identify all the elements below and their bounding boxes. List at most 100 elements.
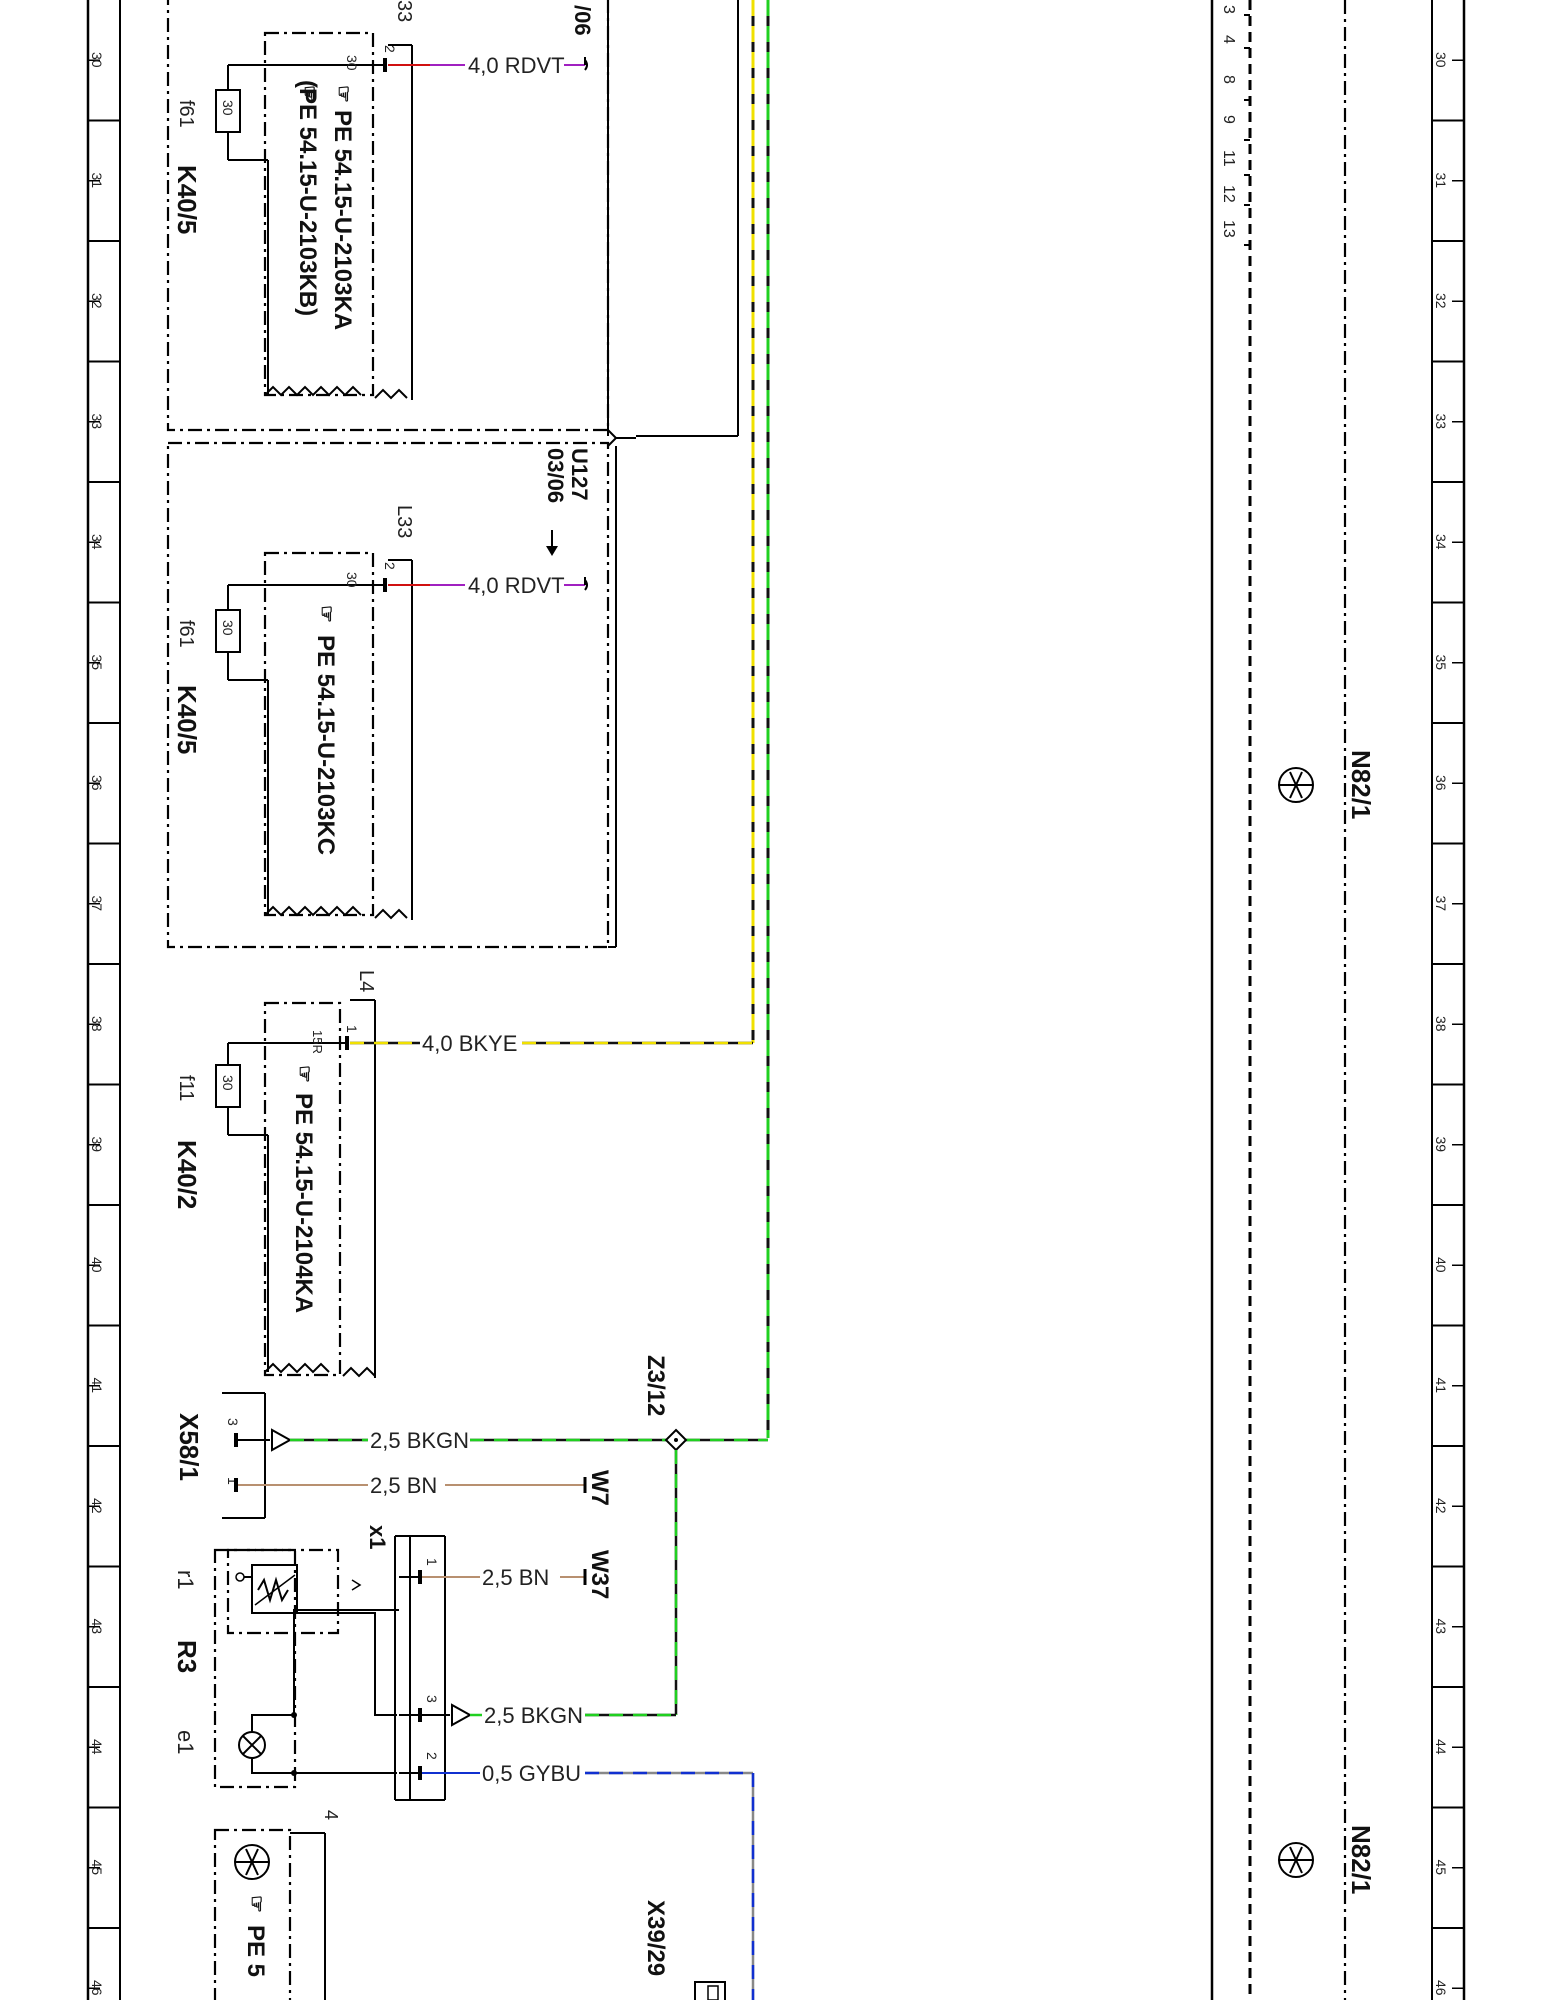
splice-label: Z3/12 bbox=[642, 1355, 669, 1416]
mid-ref-u127-sub: 03/06 bbox=[543, 448, 568, 503]
mid-pe-text: PE 54.15-U-2103KC bbox=[312, 635, 339, 855]
n82-pin-3: 3 bbox=[1220, 5, 1237, 14]
k402-fuse-value: 30 bbox=[220, 1075, 236, 1091]
n82-pin-9: 9 bbox=[1220, 115, 1237, 124]
r3-end-w37: W37 bbox=[586, 1550, 613, 1599]
right-ruler-number: 37 bbox=[1433, 896, 1449, 912]
module-mid-k40-5: 30 f61 K40/5 30 2 L33 U127 03/06 4,0 RDV… bbox=[166, 441, 617, 949]
right-ruler-number: 35 bbox=[1433, 655, 1449, 671]
svg-text:☞: ☞ bbox=[332, 85, 354, 103]
n82-pin-12: 12 bbox=[1220, 185, 1237, 203]
r3-e1-label: e1 bbox=[173, 1730, 198, 1754]
n82-pin-13: 13 bbox=[1220, 220, 1237, 238]
left-ruler-number: 44 bbox=[89, 1739, 105, 1755]
right-ruler-number: 33 bbox=[1433, 414, 1449, 430]
left-ruler-number: 46 bbox=[89, 1980, 105, 1996]
top-relay-label: K40/5 bbox=[172, 165, 202, 234]
n82-symbol-1-icon bbox=[1278, 767, 1314, 803]
left-ruler-number: 30 bbox=[89, 52, 105, 68]
right-ruler-number: 43 bbox=[1433, 1619, 1449, 1635]
bottom-connector-label: X39/29 bbox=[642, 1900, 669, 1976]
k402-fuse-label: f11 bbox=[175, 1075, 197, 1101]
n82-connector-pins: 3 4 8 9 11 12 13 bbox=[1220, 5, 1250, 246]
r3-pin3: 3 bbox=[424, 1695, 440, 1703]
component-r3: x1 r1 R3 e1 1 3 2 bbox=[172, 1525, 755, 2000]
k402-pin-out: 1 bbox=[344, 1025, 360, 1033]
x58-end-w7: W7 bbox=[586, 1470, 613, 1506]
module-top-k40-5: 30 f61 K40/5 30 2 33 /06 4,0 RDVT ☞ PE 5… bbox=[166, 0, 636, 447]
bottom-hand-icon: ☞ bbox=[245, 1895, 267, 1913]
mid-relay-label: K40/5 bbox=[172, 685, 202, 754]
bus-lines bbox=[636, 0, 770, 1438]
r3-wire1-label: 2,5 BN bbox=[482, 1565, 549, 1590]
mid-ref-u127: U127 bbox=[567, 448, 592, 501]
r3-wire2-label: 0,5 GYBU bbox=[482, 1761, 581, 1786]
left-ruler-number: 32 bbox=[89, 293, 105, 309]
x58-pin1: 1 bbox=[225, 1477, 241, 1485]
n82-pin-4: 4 bbox=[1220, 35, 1237, 44]
n82-pin-11: 11 bbox=[1220, 150, 1237, 167]
mid-hand-icon: ☞ bbox=[315, 605, 337, 623]
x58-wire-b-label: 2,5 BN bbox=[370, 1473, 437, 1498]
svg-text:☞: ☞ bbox=[245, 1895, 267, 1913]
top-pin-in: 30 bbox=[344, 55, 360, 71]
mid-fuse-value: 30 bbox=[220, 620, 236, 636]
bottom-module: 4 ☞ PE 5 X39/29 bbox=[213, 1810, 726, 2000]
left-ruler-number: 41 bbox=[89, 1378, 105, 1394]
mid-wire-label: 4,0 RDVT bbox=[468, 573, 565, 598]
x58-wire-a-label: 2,5 BKGN bbox=[370, 1428, 469, 1453]
k402-relay-label: K40/2 bbox=[172, 1140, 202, 1209]
top-pe-text-1: PE 54.15-U-2103KA bbox=[329, 110, 356, 330]
left-ruler-number: 39 bbox=[89, 1137, 105, 1153]
mid-fuse-label: f61 bbox=[175, 620, 197, 648]
left-ruler-number: 37 bbox=[89, 896, 105, 912]
n82-symbol-2-icon bbox=[1278, 1842, 1314, 1878]
right-ruler-number: 44 bbox=[1433, 1739, 1449, 1755]
n82-label-bottom: N82/1 bbox=[1346, 1825, 1376, 1894]
left-ruler-number: 40 bbox=[89, 1257, 105, 1273]
right-ruler-number: 31 bbox=[1433, 173, 1449, 189]
right-ruler-number: 41 bbox=[1433, 1378, 1449, 1394]
x58-pin3: 3 bbox=[225, 1418, 241, 1426]
k402-pin-in: 15R bbox=[310, 1030, 325, 1054]
k402-ref: L4 bbox=[355, 970, 377, 992]
top-ref: 33 bbox=[393, 0, 415, 22]
k402-hand-icon: ☞ bbox=[293, 1065, 315, 1083]
r3-pin2: 2 bbox=[424, 1752, 440, 1760]
connector-x58-1: X58/1 3 1 2,5 BKGN 2,5 BN W7 bbox=[174, 1392, 768, 1519]
svg-text:☞: ☞ bbox=[315, 605, 337, 623]
left-ruler-number: 35 bbox=[89, 655, 105, 671]
right-ruler-number: 46 bbox=[1433, 1980, 1449, 1996]
heater-resistor-icon bbox=[235, 1564, 298, 1614]
bottom-pe-partial: PE 5 bbox=[242, 1925, 269, 1977]
left-ruler-number: 36 bbox=[89, 775, 105, 791]
k402-pe-text: PE 54.15-U-2104KA bbox=[290, 1093, 317, 1313]
mid-pin-out: 2 bbox=[382, 562, 398, 570]
right-ruler-number: 42 bbox=[1433, 1498, 1449, 1514]
x58-label: X58/1 bbox=[174, 1413, 204, 1481]
right-ruler-number: 39 bbox=[1433, 1137, 1449, 1153]
bulb-icon bbox=[238, 1731, 266, 1759]
top-wire-label: 4,0 RDVT bbox=[468, 53, 565, 78]
bottom-ref: 4 bbox=[321, 1810, 341, 1820]
top-pe-text-2: (PE 54.15-U-2103KB) bbox=[294, 80, 321, 316]
top-hand-icon: ☞ bbox=[332, 85, 354, 103]
r3-pin1: 1 bbox=[424, 1558, 440, 1566]
n82-pin-8: 8 bbox=[1220, 75, 1237, 84]
right-ruler-number: 38 bbox=[1433, 1016, 1449, 1032]
left-ruler-number: 43 bbox=[89, 1619, 105, 1635]
right-ruler-number: 32 bbox=[1433, 293, 1449, 309]
top-fuse-label: f61 bbox=[175, 100, 197, 128]
splice-z3-12: Z3/12 bbox=[642, 1355, 688, 1715]
left-ruler-number: 38 bbox=[89, 1016, 105, 1032]
r3-wire3-label: 2,5 BKGN bbox=[484, 1703, 583, 1728]
left-ruler-number: 31 bbox=[89, 173, 105, 189]
right-ruler-number: 34 bbox=[1433, 534, 1449, 550]
r3-r1-label: r1 bbox=[173, 1570, 198, 1590]
left-ruler-number: 33 bbox=[89, 414, 105, 430]
k402-wire-label: 4,0 BKYE bbox=[422, 1031, 517, 1056]
control-unit-icon bbox=[234, 1844, 270, 1880]
